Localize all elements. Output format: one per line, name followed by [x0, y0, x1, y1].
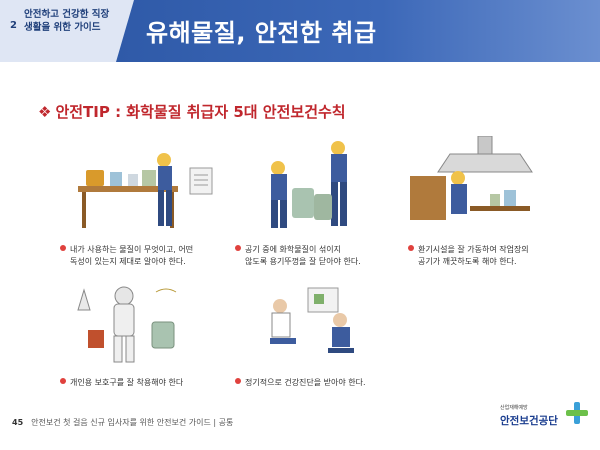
tip-caption-3: 환기시설을 잘 가동하여 작업장의 공기가 깨끗하도록 해야 한다. — [408, 244, 529, 268]
page-number: 45 — [12, 418, 24, 427]
tip-1-line-1: 내가 사용하는 물질이 무엇이고, 어떤 — [70, 245, 194, 254]
diamond-bullet-icon: ❖ — [38, 103, 52, 121]
section-title-text: 안전TIP : 화학물질 취급자 5대 안전보건수칙 — [55, 103, 346, 121]
page-footer: 45 안전보건 첫 걸음 신규 입사자를 위한 안전보건 가이드 | 공통 — [12, 417, 233, 428]
header-bar: 2 안전하고 건강한 직장생활을 위한 가이드 유해물질, 안전한 취급 — [0, 0, 600, 62]
tip-3-line-1: 환기시설을 잘 가동하여 작업장의 — [418, 245, 529, 254]
tip-caption-4: 개인용 보호구를 잘 착용해야 한다 — [60, 377, 184, 389]
chapter-number: 2 — [10, 20, 17, 31]
kosha-logo: 산업재해예방 안전보건공단 — [500, 402, 590, 432]
bullet-dot-icon — [235, 245, 241, 251]
tip-2-line-2: 않도록 용기뚜껑을 잘 닫아야 한다. — [245, 257, 361, 266]
tip-1-line-2: 독성이 있는지 제대로 알아야 한다. — [70, 257, 186, 266]
footer-text: 안전보건 첫 걸음 신규 입사자를 위한 안전보건 가이드 | 공통 — [31, 418, 234, 427]
tip-2-line-1: 공기 중에 화학물질이 섞이지 — [245, 245, 341, 254]
page-title: 유해물질, 안전한 취급 — [146, 19, 377, 47]
tip-caption-1: 내가 사용하는 물질이 무엇이고, 어떤 독성이 있는지 제대로 알아야 한다. — [60, 244, 194, 268]
tip-caption-2: 공기 중에 화학물질이 섞이지 않도록 용기뚜껑을 잘 닫아야 한다. — [235, 244, 361, 268]
tip-5-line-1: 정기적으로 건강진단을 받아야 한다. — [245, 378, 366, 387]
logo-tagline: 산업재해예방 — [500, 405, 528, 411]
bullet-dot-icon — [60, 245, 66, 251]
bullet-dot-icon — [408, 245, 414, 251]
illustration-health-checkup — [270, 287, 354, 353]
tip-3-line-2: 공기가 깨끗하도록 해야 한다. — [418, 257, 517, 266]
bullet-dot-icon — [235, 378, 241, 384]
illustration-closing-lids — [271, 141, 347, 228]
logo-name: 안전보건공단 — [500, 415, 558, 427]
tip-4-line-1: 개인용 보호구를 잘 착용해야 한다 — [70, 378, 184, 387]
illustration-ventilation — [410, 136, 533, 220]
title-banner: 유해물질, 안전한 취급 — [116, 0, 600, 62]
tip-caption-5: 정기적으로 건강진단을 받아야 한다. — [235, 377, 366, 389]
illustration-protective-gear — [77, 286, 177, 363]
chapter-tab: 2 안전하고 건강한 직장생활을 위한 가이드 — [0, 0, 116, 62]
illustration-reading-labels — [78, 153, 213, 228]
section-title: ❖안전TIP : 화학물질 취급자 5대 안전보건수칙 — [38, 101, 346, 122]
cross-logo-icon — [566, 402, 588, 424]
chapter-subtitle: 안전하고 건강한 직장생활을 위한 가이드 — [24, 9, 110, 33]
bullet-dot-icon — [60, 378, 66, 384]
